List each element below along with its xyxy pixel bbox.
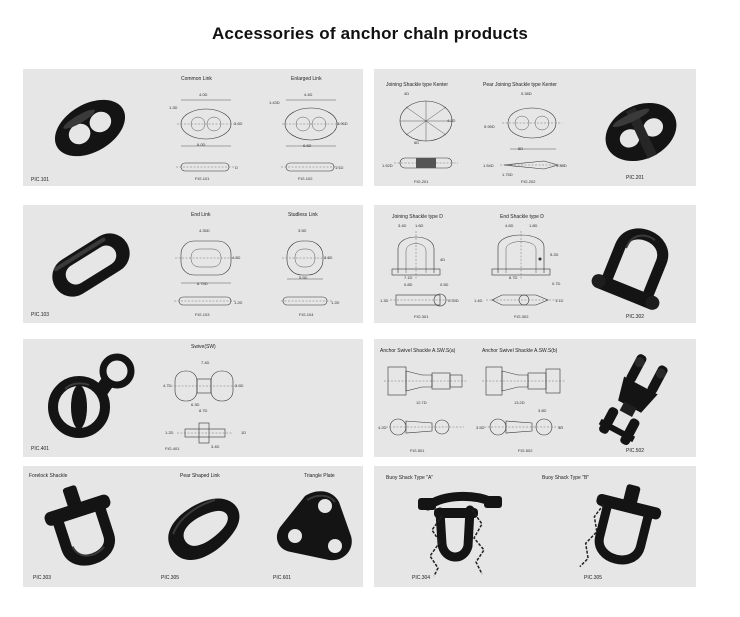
panel-buoy-shackles: Buoy Shack Type "A" PIC.304 Buoy Shack T… [374, 466, 696, 587]
pic-label: PIC.302 [626, 314, 645, 320]
buoy-shackle-a-photo [418, 491, 502, 577]
drawing-title: End Link [191, 212, 211, 218]
drawing-title: Common Link [181, 76, 212, 82]
drawing-title: Joining Shackle type D [392, 214, 443, 220]
fig-label: FIG.502 [518, 448, 533, 453]
item-name: Pear Shaped Link [180, 473, 220, 479]
buoy-shackle-b-photo [579, 484, 662, 568]
pic-label: PIC.304 [412, 575, 431, 581]
kenter-shackle-drawing [394, 100, 458, 169]
fig-label: FIG.201 [414, 179, 429, 184]
common-link-photo [54, 99, 126, 157]
pic-label: PIC.101 [31, 177, 50, 183]
page-title: Accessories of anchor chaln products [211, 24, 529, 43]
drawing-title: End Shackle type D [500, 214, 544, 220]
pic-label: PIC.103 [31, 312, 50, 318]
drawing-title: Anchor Swivel Shackle A.SW.S(a) [380, 348, 456, 354]
item-name: Buoy Shack Type "A" [386, 475, 434, 481]
anchor-swivel-shackle-a-drawing [384, 366, 468, 436]
pic-label: PIC.201 [626, 175, 645, 181]
joining-shackle-d-drawing [390, 231, 454, 307]
item-name: Forelock Shackle [29, 473, 68, 479]
pear-shaped-link-photo [168, 498, 240, 560]
swivel-drawing [171, 370, 237, 444]
pic-label: PIC.502 [626, 448, 645, 454]
swivel-photo [48, 353, 135, 438]
panel-forelock-pear-triangle: Forelock Shackle PIC.303 Pear Shaped Lin… [23, 466, 363, 587]
fig-label: FIG.501 [410, 448, 425, 453]
forelock-shackle-photo [44, 485, 115, 566]
triangle-plate-photo [276, 491, 352, 561]
panel-swivel: PIC.401 Swive(SW) 7.4D 4.7D 3.6D 6.3D 8.… [23, 339, 363, 457]
fig-label: FIG.102 [298, 176, 313, 181]
end-link-photo [52, 233, 130, 297]
anchor-swivel-shackle-photo [598, 354, 668, 446]
drawing-title: Swive(SW) [191, 344, 216, 350]
drawing-title: Enlarged Link [291, 76, 322, 82]
enlarged-link-drawing [281, 99, 340, 172]
fig-label: FIG.101 [195, 176, 210, 181]
pic-label: PIC.305 [161, 575, 180, 581]
pic-label: PIC.401 [31, 446, 50, 452]
common-link-drawing [176, 99, 235, 172]
item-name: Triangle Plate [304, 473, 335, 479]
pic-label: PIC.303 [33, 575, 52, 581]
studless-link-drawing [281, 240, 333, 306]
drawing-title: Joining Shackle type Kenter [386, 82, 448, 88]
drawing-title: Studless Link [288, 212, 318, 218]
fig-label: FIG.401 [165, 446, 180, 451]
panel-end-studless-link: PIC.103 End Link 4.35D 4.3D 6.75D 1.2D F… [23, 205, 363, 323]
pear-kenter-shackle-drawing [500, 107, 564, 170]
fig-label: FIG.301 [414, 314, 429, 319]
pic-label: PIC.305 [584, 575, 603, 581]
panel-kenter-shackles: Joining Shackle type Kenter 4D 4.2D 6D 1… [374, 69, 696, 186]
item-name: Buoy Shack Type "B" [542, 475, 590, 481]
fig-label: FIG.103 [195, 312, 210, 317]
panel-common-enlarged-link: PIC.101 Common Link 4.0D 1.3D 3.6D 6.0D … [23, 69, 363, 186]
fig-label: FIG.104 [299, 312, 314, 317]
drawing-title: Pear Joining Shackle type Kenter [483, 82, 557, 88]
shackle-d-photo [591, 228, 669, 310]
panel-anchor-swivel-shackle: Anchor Swivel Shackle A.SW.S(a) 12.7D 4.… [374, 339, 696, 457]
kenter-shackle-photo [605, 102, 677, 162]
panel-type-d-shackles: Joining Shackle type D 3.4D 1.6D 4D 7.1D… [374, 205, 696, 323]
fig-label: FIG.302 [514, 314, 529, 319]
end-shackle-d-drawing [486, 231, 558, 306]
fig-label: FIG.202 [521, 179, 536, 184]
drawing-title: Anchor Swivel Shackle A.SW.S(b) [482, 348, 558, 354]
anchor-swivel-shackle-b-drawing [482, 366, 566, 436]
pic-label: PIC.601 [273, 575, 292, 581]
end-link-drawing [174, 240, 237, 306]
